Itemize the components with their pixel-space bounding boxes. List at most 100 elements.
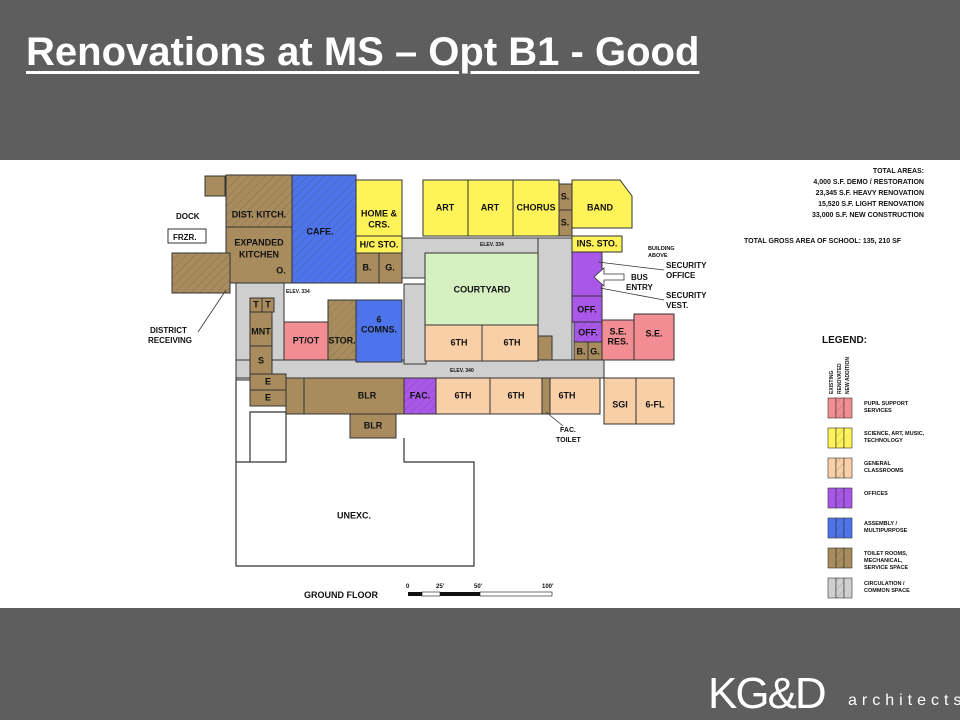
label-s-1: S. [561,191,570,201]
label-o: O. [276,265,286,275]
label-off-1: OFF. [577,304,597,314]
legend-label: CLASSROOMS [864,468,904,474]
label-b-2: B. [577,346,586,356]
room-6th-s2 [489,377,543,415]
room-band [571,179,633,229]
label-chorus: CHORUS [516,202,555,212]
label-elev-334-a: ELEV. 334 [480,242,504,248]
logo-sub: architects [848,692,960,709]
label-e-2: E [265,392,271,402]
label-hc-sto: H/C STO. [360,239,399,249]
label-building: BUILDING [648,246,675,252]
legend-title: LEGEND: [822,335,867,346]
label-receiving: RECEIVING [148,336,192,345]
legend-swatch-science_art [843,427,853,449]
room-dist-kitch-hatch [226,175,292,227]
label-comns: COMNS. [361,324,397,334]
label-ins-sto: INS. STO. [577,238,618,248]
scale-bar-4 [479,591,553,597]
room-off-2-hatch [574,322,602,342]
bus-entry-arrow [593,267,625,287]
label-t-1: T [253,299,259,309]
scale-label-25: 25' [436,584,445,590]
label-6: 6 [376,314,381,324]
legend-col-existing: EXISTING [829,371,835,394]
leader-security-office [597,261,665,271]
label-mnt: MNT [251,326,271,336]
room-commons [355,299,403,363]
label-kitchen: KITCHEN [239,249,279,259]
legend-swatch-hatch [836,578,844,598]
room-blr-2 [349,413,397,439]
label-fac: FAC. [410,390,431,400]
label-dist-kitch: DIST. KITCH. [232,209,287,219]
room-art-2 [467,179,514,237]
legend-col-renovated: RENOVATED [837,363,843,394]
room-chorus [512,179,560,237]
legend-label: SERVICES [864,408,892,414]
legend-label: CIRCULATION / [864,581,905,587]
circulation-south [403,283,427,365]
label-security-office-2: OFFICE [666,271,696,280]
dock-box [167,228,207,244]
logo-mark: KG&D [708,669,827,718]
label-6th-s3: 6TH [558,390,575,400]
label-6th-s1: 6TH [454,390,471,400]
totals-line-4: 33,000 S.F. NEW CONSTRUCTION [812,212,924,219]
label-s-2: S. [561,217,570,227]
label-expanded: EXPANDED [234,237,284,247]
legend-swatch-hatch [836,518,844,538]
kgd-logo: KG&D architects [708,669,960,718]
unexc-outline [235,380,475,567]
label-crs: CRS. [368,219,390,229]
label-security-vest-1: SECURITY [666,291,707,300]
totals-line-3: 15,520 S.F. LIGHT RENOVATION [818,201,924,208]
room-art-1 [422,179,469,237]
label-above: ABOVE [648,253,668,259]
label-home: HOME & [361,208,398,218]
totals-gross: TOTAL GROSS AREA OF SCHOOL: 135, 210 SF [744,238,902,245]
legend-label: MULTIPURPOSE [864,528,908,534]
label-g-1: G. [385,262,395,272]
room-stor-hatch [328,300,356,360]
room-pt-ot [283,321,329,361]
room-mech [285,377,305,415]
leader-fac-toilet [545,411,564,427]
legend-swatch-hatch [836,458,844,478]
label-district: DISTRICT [150,326,187,335]
legend-label: TOILET ROOMS, [864,551,908,557]
legend-swatch-assembly [827,517,837,539]
label-fac-toilet-1: FAC. [560,427,576,434]
legend-label: COMMON SPACE [864,588,910,594]
legend-swatch-general_classrooms [843,457,853,479]
legend-label: GENERAL [864,461,892,467]
legend-label: ASSEMBLY / [864,521,897,527]
scale-label-100: 100' [542,584,554,590]
legend-swatch-offices [843,487,853,509]
leader-security-vest [599,287,665,301]
label-fac-toilet-2: TOILET [556,437,581,444]
scale-bar-3 [440,592,480,596]
label-6th-n2: 6TH [503,337,520,347]
leader-receiving [197,289,227,333]
legend-swatch-science_art [827,427,837,449]
room-cafe-hatch [292,175,356,283]
label-stor: STOR. [328,335,355,345]
plan-title: GROUND FLOOR [304,590,378,600]
room-freezer [204,175,226,197]
label-blr-2: BLR [364,420,383,430]
legend-swatch-hatch [836,548,844,568]
label-se: S.E. [645,328,662,338]
floor-plan: DIST. KITCH. EXPANDED KITCHEN O. DOCK FR… [148,168,925,600]
label-sgi: SGI [612,399,628,409]
scale-label-0: 0 [406,584,410,590]
room-sgi [603,377,637,425]
label-6th-s2: 6TH [507,390,524,400]
legend-swatch-circulation [827,577,837,599]
legend-label: TECHNOLOGY [864,438,903,444]
scale-bar-1 [408,592,422,596]
legend-swatch-general_classrooms [827,457,837,479]
room-se [633,313,675,361]
room-6th-n-toilet [537,335,553,361]
